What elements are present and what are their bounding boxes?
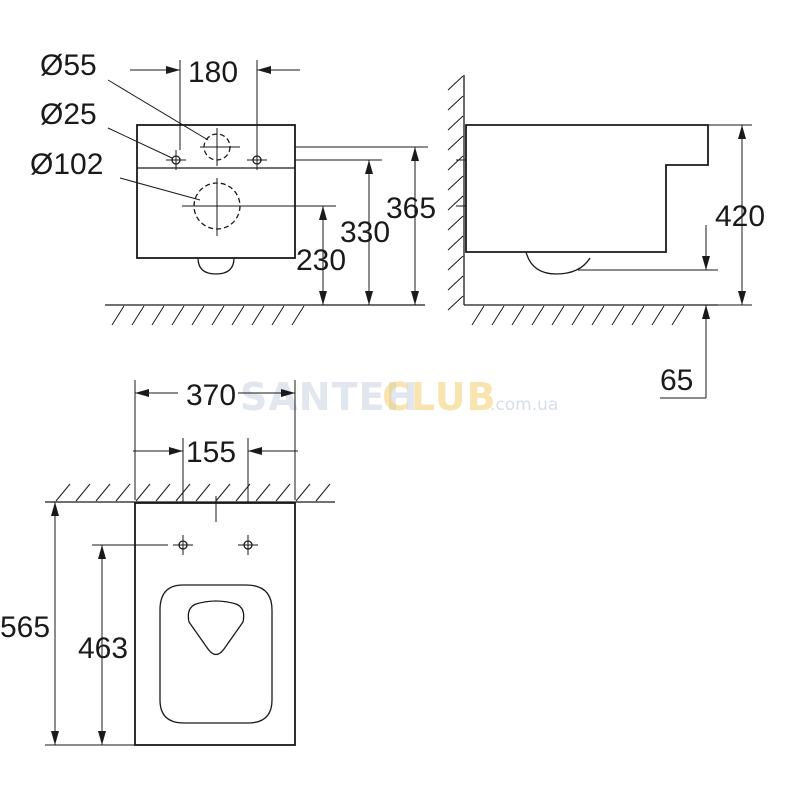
front-view: 180 Ø55 Ø25 Ø102 230 330 365: [30, 49, 436, 326]
top-bowl-opening: [187, 600, 245, 656]
dim-180-arrow-left: [166, 66, 180, 74]
dim-155-arrow-left: [169, 447, 183, 455]
dim-d55-label: Ø55: [40, 49, 97, 82]
dim-370-arrow-right: [281, 389, 295, 397]
dim-365-label: 365: [386, 192, 436, 225]
dim-230-label: 230: [296, 244, 346, 277]
side-view: 420 65: [447, 75, 765, 399]
dim-d25-label: Ø25: [40, 98, 97, 131]
dim-370-arrow-left: [135, 389, 149, 397]
dim-180-label: 180: [188, 56, 238, 89]
side-bowl-profile: [465, 124, 709, 253]
dim-370-label: 370: [186, 379, 236, 412]
dim-420-label: 420: [715, 200, 765, 233]
dim-155-label: 155: [186, 436, 236, 469]
top-wall-hatching: [55, 483, 331, 502]
top-fixing-hole-left: [173, 535, 193, 555]
fixing-hole-left: [166, 150, 186, 170]
dim-180-arrow-right: [257, 66, 271, 74]
top-fixing-hole-right: [238, 535, 258, 555]
watermark-domain: .com.ua: [490, 395, 558, 415]
top-seat-outline: [159, 584, 273, 724]
side-wall-hatching: [447, 75, 464, 311]
top-view: 370 155: [0, 379, 335, 746]
dim-463-label: 463: [78, 632, 128, 665]
watermark-club: CLUB: [382, 375, 497, 419]
dim-d25-leader: [107, 127, 173, 159]
dim-565-label: 565: [0, 611, 50, 644]
fixing-hole-right: [247, 150, 267, 170]
side-outlet-bump: [525, 251, 591, 275]
dim-d55-leader: [107, 79, 209, 141]
watermark-santeh: SANTEH: [240, 375, 418, 419]
dim-155-arrow-right: [248, 447, 262, 455]
top-bowl-outline: [134, 502, 296, 746]
dim-d102-label: Ø102: [30, 148, 103, 181]
dim-d102-leader: [119, 177, 201, 201]
side-floor-hatching: [471, 305, 685, 326]
watermark: SANTEH CLUB .com.ua: [240, 375, 558, 419]
front-outlet-bump: [197, 257, 235, 275]
dim-330-label: 330: [340, 216, 390, 249]
front-bowl-body: [136, 124, 296, 259]
front-floor-hatching: [111, 305, 305, 326]
dim-65-label: 65: [660, 364, 693, 397]
